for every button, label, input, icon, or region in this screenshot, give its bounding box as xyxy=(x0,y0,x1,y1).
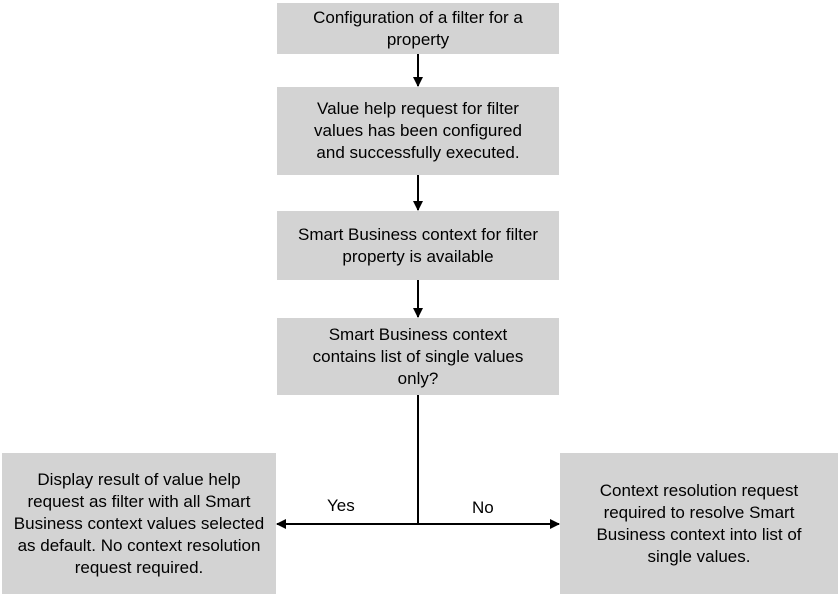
configure-filter-text: Configuration of a filter for a property xyxy=(313,7,523,49)
configure-filter-box: Configuration of a filter for a property xyxy=(277,3,559,54)
yes-branch-label: Yes xyxy=(327,496,355,515)
value-help-request-box: Value help request for filter values has… xyxy=(277,87,559,175)
context-available-box: Smart Business context for filter proper… xyxy=(277,211,559,280)
value-help-request-text: Value help request for filter values has… xyxy=(314,99,522,162)
decision-text: Smart Business context contains list of … xyxy=(312,324,524,388)
no-outcome-text: Context resolution request required to r… xyxy=(596,480,802,566)
yes-outcome-text: Display result of value help request as … xyxy=(13,469,265,577)
no-outcome-box: Context resolution request required to r… xyxy=(560,453,838,594)
decision-box: Smart Business context contains list of … xyxy=(277,318,559,395)
context-available-text: Smart Business context for filter proper… xyxy=(298,224,538,266)
no-branch-label: No xyxy=(472,498,494,517)
yes-outcome-box: Display result of value help request as … xyxy=(2,453,276,594)
